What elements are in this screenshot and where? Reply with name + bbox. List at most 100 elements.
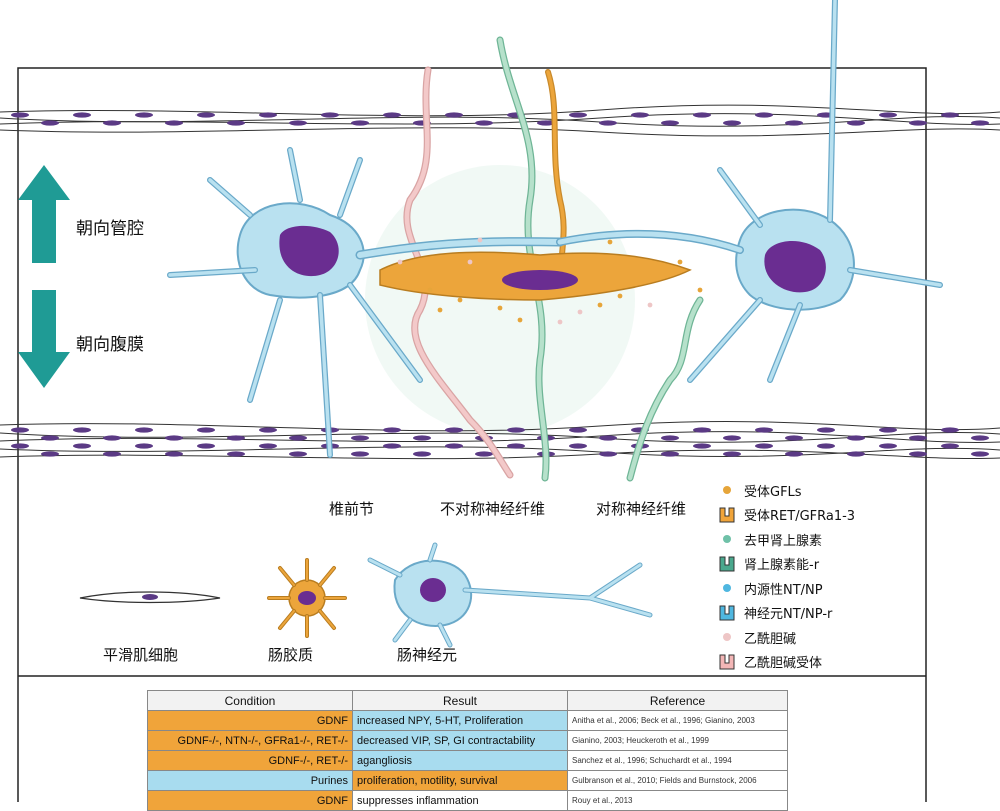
signal-dot (427, 287, 433, 293)
enteric-neuron-cell (367, 542, 653, 648)
signal-dot (557, 319, 563, 325)
muscle-nucleus (383, 112, 401, 118)
signal-dot (647, 302, 653, 308)
muscle-nucleus (197, 427, 215, 433)
muscle-nucleus (135, 443, 153, 449)
cell-condition: GDNF (147, 790, 353, 811)
cell-reference: Rouy et al., 2013 (567, 790, 788, 811)
pink-receptor-icon (716, 651, 738, 673)
table-row: GDNF-/-, NTN-/-, GFRa1-/-, RET-/-decreas… (147, 730, 788, 751)
legend-label: 乙酰胆碱受体 (744, 656, 823, 672)
cell-reference: Anitha et al., 2006; Beck et al., 1996; … (567, 710, 788, 731)
muscle-nucleus (227, 451, 245, 457)
muscle-nucleus (693, 427, 711, 433)
cell-condition: Purines (147, 770, 353, 791)
legend-item: 受体GFLs (716, 478, 906, 503)
muscle-nucleus (661, 451, 679, 457)
cell-reference: Gulbranson et al., 2010; Fields and Burn… (567, 770, 788, 791)
signal-dot (597, 302, 603, 308)
table-header-row: Condition Result Reference (147, 690, 788, 711)
pink-dot-icon (716, 626, 738, 648)
muscle-nucleus (289, 120, 307, 126)
muscle-nucleus (941, 443, 959, 449)
signal-dot (397, 259, 403, 265)
legend-item: 神经元NT/NP-r (716, 601, 906, 626)
blue-dot-icon (716, 577, 738, 599)
muscle-nucleus (413, 435, 431, 441)
muscle-nucleus (941, 112, 959, 118)
signal-dots (397, 237, 703, 325)
muscle-nucleus (197, 112, 215, 118)
muscle-nucleus (693, 112, 711, 118)
label-toward-serosa: 朝向腹膜 (76, 335, 144, 355)
muscle-nucleus (693, 443, 711, 449)
signal-dot (477, 237, 483, 243)
arrow-up-icon (18, 165, 70, 263)
legend-item: 内源性NT/NP (716, 576, 906, 601)
muscle-nucleus (259, 112, 277, 118)
muscle-nucleus (569, 443, 587, 449)
cell-result: suppresses inflammation (352, 790, 568, 811)
muscle-nucleus (475, 120, 493, 126)
muscle-nucleus (445, 427, 463, 433)
muscle-nucleus (847, 451, 865, 457)
header-result: Result (352, 690, 568, 711)
smooth-muscle-cell (79, 591, 221, 604)
muscle-nucleus (259, 427, 277, 433)
signal-dot (497, 305, 503, 311)
teal-receptor-icon (716, 553, 738, 575)
signal-dot (577, 309, 583, 315)
cell-condition: GDNF (147, 710, 353, 731)
muscle-nucleus (971, 120, 989, 126)
label-prevertebral: 椎前节 (329, 500, 375, 518)
blue-receptor-icon (716, 602, 738, 624)
orange-receptor-icon (716, 504, 738, 526)
right-neuron (556, 0, 943, 383)
label-neuron: 肠神经元 (397, 646, 458, 664)
muscle-nucleus (197, 443, 215, 449)
legend-label: 神经元NT/NP-r (744, 607, 833, 623)
muscle-nucleus (165, 435, 183, 441)
signal-dot (437, 307, 443, 313)
muscle-nucleus (321, 112, 339, 118)
teal-dot-icon (716, 528, 738, 550)
muscle-nucleus (413, 451, 431, 457)
central-glia (379, 251, 692, 301)
legend-item: 肾上腺素能-r (716, 552, 906, 577)
signal-dot (617, 293, 623, 299)
signal-dot (517, 317, 523, 323)
muscle-nucleus (227, 435, 245, 441)
muscle-nucleus (73, 443, 91, 449)
prevertebral-fiber-fill (404, 67, 513, 478)
muscle-nucleus (785, 120, 803, 126)
muscle-nucleus (971, 435, 989, 441)
muscle-nucleus (507, 443, 525, 449)
legend-label: 受体GFLs (744, 484, 802, 500)
legend-item: 受体RET/GFRa1-3 (716, 503, 906, 528)
muscle-nucleus (507, 427, 525, 433)
muscle-nucleus (165, 451, 183, 457)
muscle-nucleus (785, 435, 803, 441)
muscle-nucleus (723, 451, 741, 457)
left-neuron (167, 147, 565, 458)
muscle-nucleus (73, 427, 91, 433)
top-muscle-band (0, 104, 1000, 137)
muscle-nucleus (103, 451, 121, 457)
legend-item: 乙酰胆碱 (716, 625, 906, 650)
muscle-nucleus (383, 427, 401, 433)
muscle-nucleus (909, 120, 927, 126)
label-glia: 肠胶质 (268, 646, 314, 664)
muscle-nucleus (351, 435, 369, 441)
bottom-muscle-nuclei (11, 427, 989, 457)
muscle-nucleus (817, 427, 835, 433)
muscle-nucleus (723, 435, 741, 441)
label-smooth-muscle: 平滑肌细胞 (103, 646, 179, 664)
muscle-nucleus (661, 120, 679, 126)
muscle-nucleus (259, 443, 277, 449)
cell-reference: Sanchez et al., 1996; Schuchardt et al.,… (567, 750, 788, 771)
muscle-nucleus (785, 451, 803, 457)
enteric-glia-cell (267, 558, 347, 638)
muscle-nucleus (909, 451, 927, 457)
